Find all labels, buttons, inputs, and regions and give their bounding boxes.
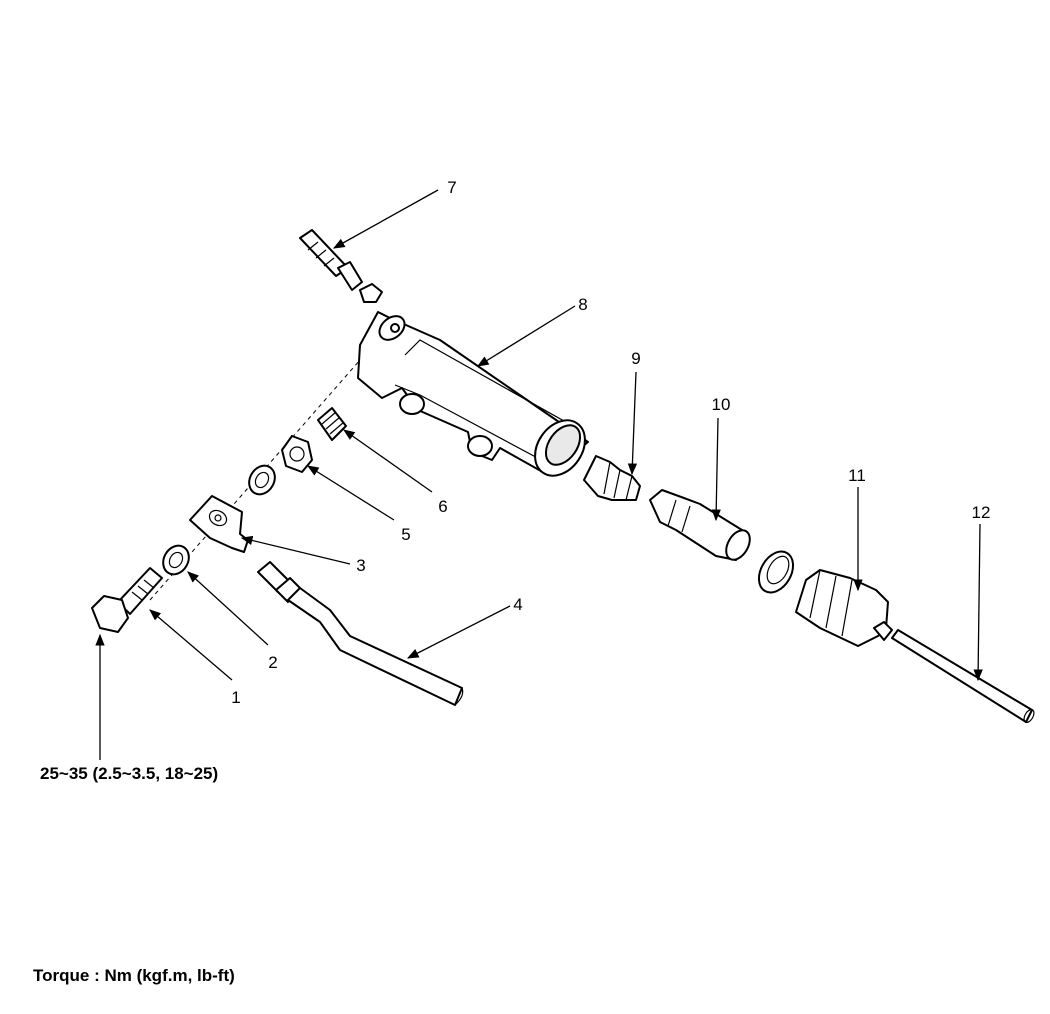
part-2-gasket <box>162 544 190 576</box>
leader-6 <box>343 429 433 493</box>
leader-3 <box>240 535 351 565</box>
part-3-union-fitting <box>189 495 249 553</box>
callout-11: 11 <box>848 466 866 485</box>
torque-spec: 25~35 (2.5~3.5, 18~25) <box>40 764 219 783</box>
callout-7: 7 <box>447 178 456 197</box>
part-9-boot <box>583 455 641 501</box>
leader-9 <box>627 371 638 476</box>
part-12-push-rod <box>891 629 1035 723</box>
leader-7 <box>332 189 439 249</box>
part-4-clutch-tube <box>257 561 464 706</box>
part-11-outer-boot <box>795 569 893 647</box>
part-7-bleeder-screw <box>299 229 383 303</box>
leader-4 <box>406 605 511 659</box>
callout-4: 4 <box>513 595 522 614</box>
callout-6: 6 <box>438 497 447 516</box>
callout-1: 1 <box>231 688 240 707</box>
leader-8 <box>477 305 576 367</box>
leader-5 <box>307 465 395 521</box>
leader-1 <box>149 609 233 681</box>
callout-8: 8 <box>578 295 587 314</box>
callout-2: 2 <box>268 653 277 672</box>
leader-2 <box>187 571 269 646</box>
torque-legend: Torque : Nm (kgf.m, lb-ft) <box>33 966 235 985</box>
part-6-spring <box>317 407 347 441</box>
callout-5: 5 <box>401 525 410 544</box>
callout-9: 9 <box>631 349 640 368</box>
part-5-union-nut <box>281 435 313 473</box>
leader-10 <box>711 417 721 522</box>
part-washer-upper <box>248 464 276 496</box>
callout-10: 10 <box>712 395 731 414</box>
part-snap-ring <box>757 550 795 594</box>
center-line <box>149 359 361 601</box>
part-10-piston <box>649 489 751 561</box>
part-1-eye-bolt <box>91 567 163 633</box>
callout-12: 12 <box>972 503 991 522</box>
part-8-cylinder-body <box>357 311 589 477</box>
leader-12 <box>973 523 983 682</box>
callout-3: 3 <box>356 556 365 575</box>
